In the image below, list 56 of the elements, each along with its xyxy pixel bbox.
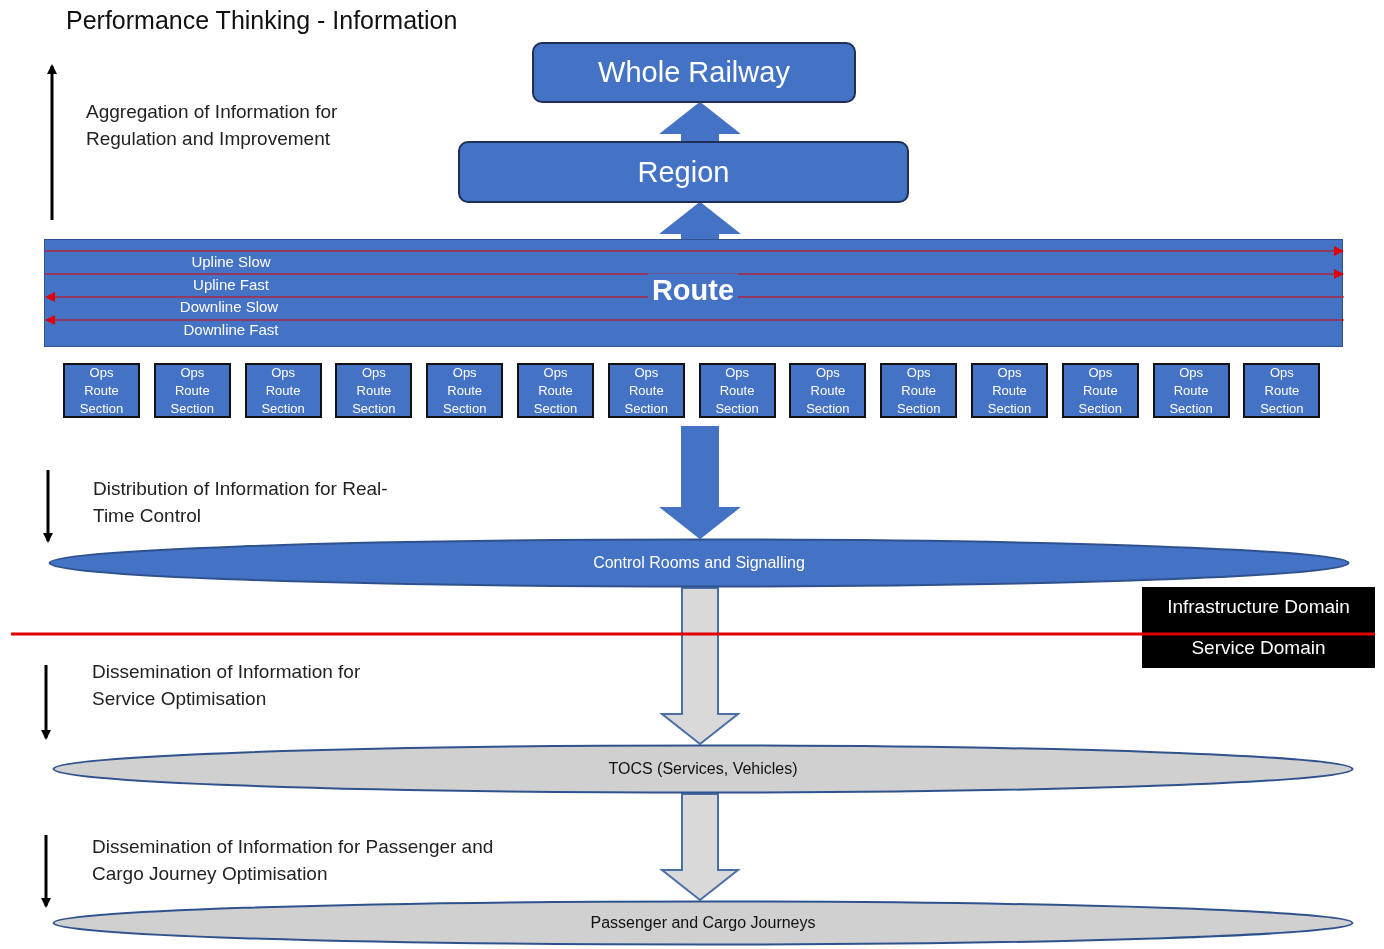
domain-label: Infrastructure Domain (1167, 596, 1350, 619)
section-box (517, 363, 594, 418)
section-label: Ops Route Section (986, 363, 1033, 418)
section-box (1152, 363, 1230, 418)
domain-box (1142, 587, 1375, 668)
block-arrow (659, 587, 741, 746)
level-box (532, 42, 856, 103)
section-label: Ops Route Section (532, 363, 579, 418)
section-label: Ops Route Section (260, 363, 306, 418)
section-box (426, 363, 504, 418)
note-text: Distribution of Information for Real-Time Control (93, 477, 389, 528)
level-label: Whole Railway (598, 56, 790, 89)
block-arrow (659, 201, 741, 240)
section-label: Ops Route Section (714, 363, 760, 418)
note-text: Aggregation of Information for Regulation and Improvement (86, 100, 339, 151)
route-band (44, 239, 1343, 347)
section-label: Ops Route Section (351, 363, 397, 418)
section-box (1061, 363, 1139, 418)
section-box (971, 363, 1048, 418)
layer-label: Passenger and Cargo Journeys (590, 914, 816, 932)
section-box (153, 363, 231, 418)
layer-ellipse (52, 744, 1354, 794)
track-label: Upline Slow (191, 252, 271, 270)
layer-ellipse (48, 538, 1350, 588)
level-box (458, 141, 909, 203)
track-label: Upline Fast (193, 275, 269, 293)
section-box (1243, 363, 1321, 418)
section-label: Ops Route Section (1077, 363, 1123, 418)
section-box (335, 363, 413, 418)
section-box (789, 363, 867, 418)
section-label: Ops Route Section (1168, 363, 1214, 418)
section-label: Ops Route Section (169, 363, 215, 418)
block-arrow (659, 101, 741, 142)
section-label: Ops Route Section (896, 363, 942, 418)
diagram-title: Performance Thinking - Information (66, 6, 458, 35)
section-box (244, 363, 322, 418)
layer-label: TOCS (Services, Vehicles) (608, 760, 798, 778)
section-label: Ops Route Section (805, 363, 851, 418)
note-text: Dissemination of Information for Passenger and Cargo Journey Optimisation (92, 835, 495, 886)
section-label: Ops Route Section (78, 363, 125, 418)
section-box (63, 363, 140, 418)
track-label: Downline Slow (179, 297, 279, 315)
section-box (880, 363, 958, 418)
note-text: Dissemination of Information for Service Optimisation (92, 660, 362, 711)
section-label: Ops Route Section (623, 363, 669, 418)
section-box (607, 363, 685, 418)
block-arrow (659, 426, 741, 540)
block-arrow (659, 793, 741, 902)
layer-label: Control Rooms and Signalling (593, 554, 805, 572)
section-label: Ops Route Section (1259, 363, 1305, 418)
section-box (698, 363, 776, 418)
section-label: Ops Route Section (442, 363, 488, 418)
layer-ellipse (52, 900, 1354, 946)
level-label: Region (637, 155, 730, 189)
domain-label: Service Domain (1191, 636, 1326, 659)
track-label: Downline Fast (183, 320, 279, 338)
